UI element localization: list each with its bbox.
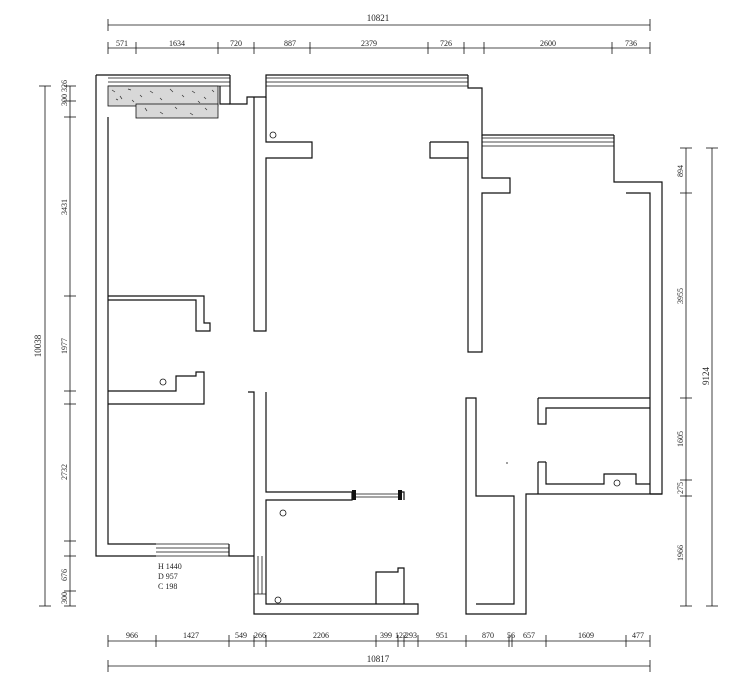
hatched-fixture: [107, 85, 219, 119]
bottom-seg-6: 399: [380, 631, 392, 640]
window-note-line-1: H 1440: [158, 562, 182, 571]
top-overall-label: 10821: [367, 13, 390, 23]
outer-wall: [95, 74, 663, 615]
window-note-line-2: D 957: [158, 572, 178, 581]
bottom-overall-label: 10817: [367, 654, 390, 664]
top-seg-7: 2600: [540, 39, 556, 48]
right-seg-3: 1605: [676, 431, 685, 447]
window-note-line-3: C 198: [158, 582, 177, 591]
interior-walls-right: [506, 397, 650, 494]
left-overall-label: 10038: [33, 334, 43, 357]
bottom-seg-4: 266: [254, 631, 266, 640]
bottom-seg-10: 870: [482, 631, 494, 640]
bottom-seg-11: 56: [507, 631, 515, 640]
right-dimension-chain: 894 3955 1605 275 1966: [676, 147, 692, 607]
bottom-seg-12: 657: [523, 631, 535, 640]
top-seg-3: 720: [230, 39, 242, 48]
bottom-dimension-chain: 966 1427 549 266 2206 399 122 293 951 87…: [107, 631, 651, 647]
top-seg-1: 571: [116, 39, 128, 48]
top-seg-6: 726: [440, 39, 452, 48]
bathroom-block: [253, 490, 419, 615]
left-seg-1: 300: [60, 94, 69, 106]
right-overall-label: 9124: [701, 367, 711, 386]
interior-walls-left: [108, 86, 352, 556]
bottom-dimension-overall: 10817: [107, 654, 651, 672]
top-dimension-overall: 10821: [107, 13, 651, 31]
right-seg-5: 1966: [676, 545, 685, 561]
bottom-seg-1: 966: [126, 631, 138, 640]
window-note: H 1440 D 957 C 198: [158, 562, 182, 591]
bottom-seg-9: 951: [436, 631, 448, 640]
left-seg-3: 3431: [60, 199, 69, 215]
left-seg-5: 2732: [60, 464, 69, 480]
left-dimension-chain: 300 326 3431 1977 2732 676 300: [60, 80, 76, 607]
top-seg-4: 887: [284, 39, 296, 48]
bottom-seg-5: 2206: [313, 631, 329, 640]
right-seg-2: 3955: [676, 288, 685, 304]
bottom-seg-2: 1427: [183, 631, 199, 640]
bottom-seg-7: 122: [395, 631, 407, 640]
bottom-seg-8: 293: [405, 631, 417, 640]
top-seg-5: 2379: [361, 39, 377, 48]
bottom-seg-14: 477: [632, 631, 644, 640]
left-seg-2: 326: [60, 80, 69, 92]
left-dimension-overall: 10038: [33, 85, 51, 607]
bottom-seg-3: 549: [235, 631, 247, 640]
right-seg-1: 894: [676, 165, 685, 177]
right-seg-4: 275: [676, 482, 685, 494]
right-dimension-overall: 9124: [701, 147, 718, 607]
bottom-seg-13: 1609: [578, 631, 594, 640]
top-dimension-chain: 571 1634 720 887 2379 726 2600 736: [107, 39, 651, 54]
left-seg-6: 676: [60, 569, 69, 581]
top-seg-2: 1634: [169, 39, 185, 48]
top-seg-8: 736: [625, 39, 637, 48]
left-seg-4: 1977: [60, 338, 69, 354]
left-seg-7: 300: [60, 592, 69, 604]
interior-walls-center: [429, 135, 511, 353]
